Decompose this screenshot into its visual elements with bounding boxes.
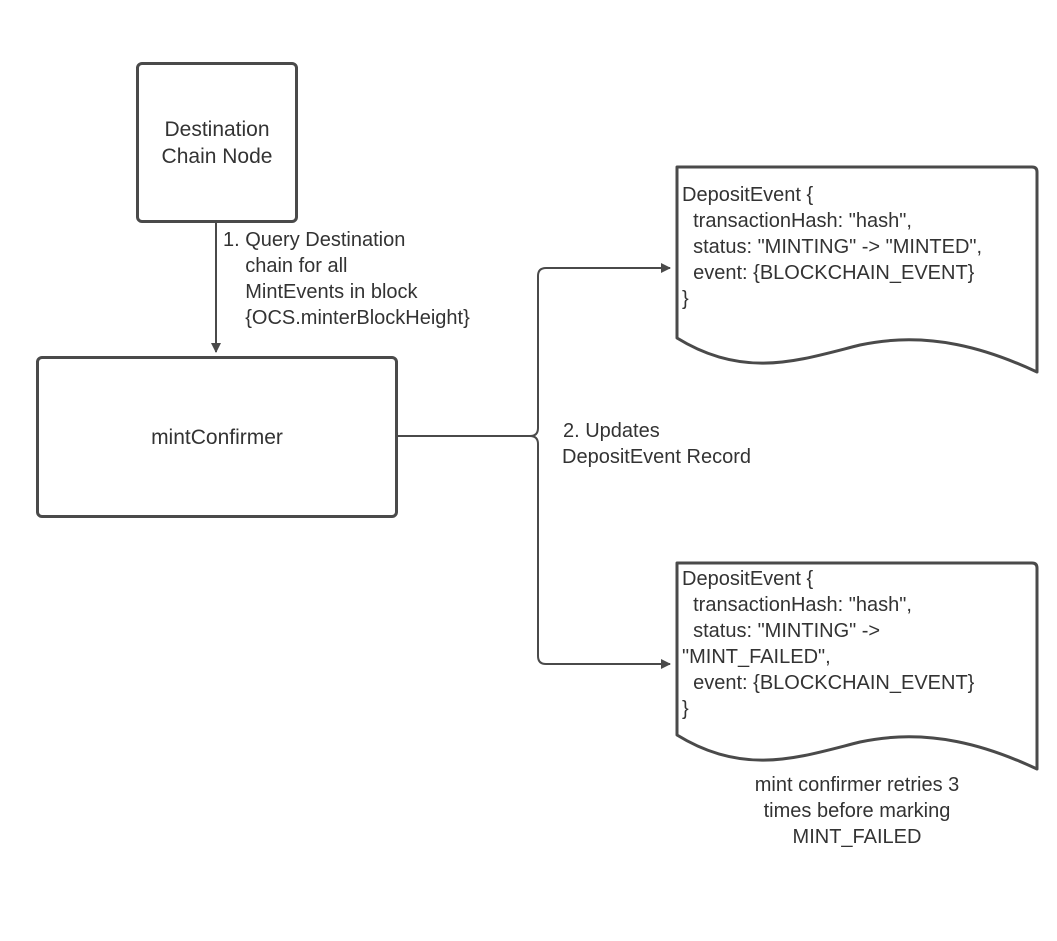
destination-node-label-line-1: Destination (164, 117, 270, 141)
query-label-line-2: chain for all (223, 255, 348, 277)
failed-line-2: transactionHash: "hash", (682, 594, 912, 616)
retry-note: mint confirmer retries 3 times before ma… (707, 772, 1007, 850)
failed-line-3: status: "MINTING" -> (682, 620, 881, 642)
query-edge-label: 1. Query Destination chain for all MintE… (223, 227, 470, 331)
document-shape-minted (675, 165, 1039, 374)
query-label-line-3: MintEvents in block (223, 281, 418, 303)
minted-line-3: status: "MINTING" -> "MINTED", (682, 236, 983, 258)
retry-note-line-2: times before marking (763, 800, 951, 822)
minted-line-1: DepositEvent { (682, 184, 814, 206)
update-label-line-2: DepositEvent Record (562, 446, 751, 468)
query-label-line-4: {OCS.minterBlockHeight} (223, 307, 470, 329)
destination-chain-node: Destination Chain Node (136, 62, 298, 223)
failed-line-5: event: {BLOCKCHAIN_EVENT} (682, 672, 975, 694)
minted-line-2: transactionHash: "hash", (682, 210, 912, 232)
minted-line-4: event: {BLOCKCHAIN_EVENT} (682, 262, 975, 284)
retry-note-line-3: MINT_FAILED (792, 826, 922, 848)
mint-confirmer-label: mintConfirmer (151, 425, 283, 449)
failed-line-1: DepositEvent { (682, 568, 814, 590)
deposit-event-failed-text: DepositEvent { transactionHash: "hash", … (682, 566, 974, 722)
document-shape-failed (675, 561, 1039, 771)
failed-line-4: "MINT_FAILED", (682, 646, 831, 668)
update-label-line-1: 2. Updates (563, 420, 660, 442)
query-label-line-1: 1. Query Destination (223, 229, 406, 251)
update-arrow-failed (529, 435, 671, 669)
update-edge-label: 2. Updates DepositEvent Record (562, 418, 751, 470)
mint-confirmer-node: mintConfirmer (36, 356, 398, 518)
failed-line-6: } (682, 698, 689, 720)
minted-line-5: } (682, 288, 689, 310)
deposit-event-minted-text: DepositEvent { transactionHash: "hash", … (682, 182, 982, 312)
destination-node-label-line-2: Chain Node (161, 144, 273, 168)
retry-note-line-1: mint confirmer retries 3 (754, 774, 960, 796)
